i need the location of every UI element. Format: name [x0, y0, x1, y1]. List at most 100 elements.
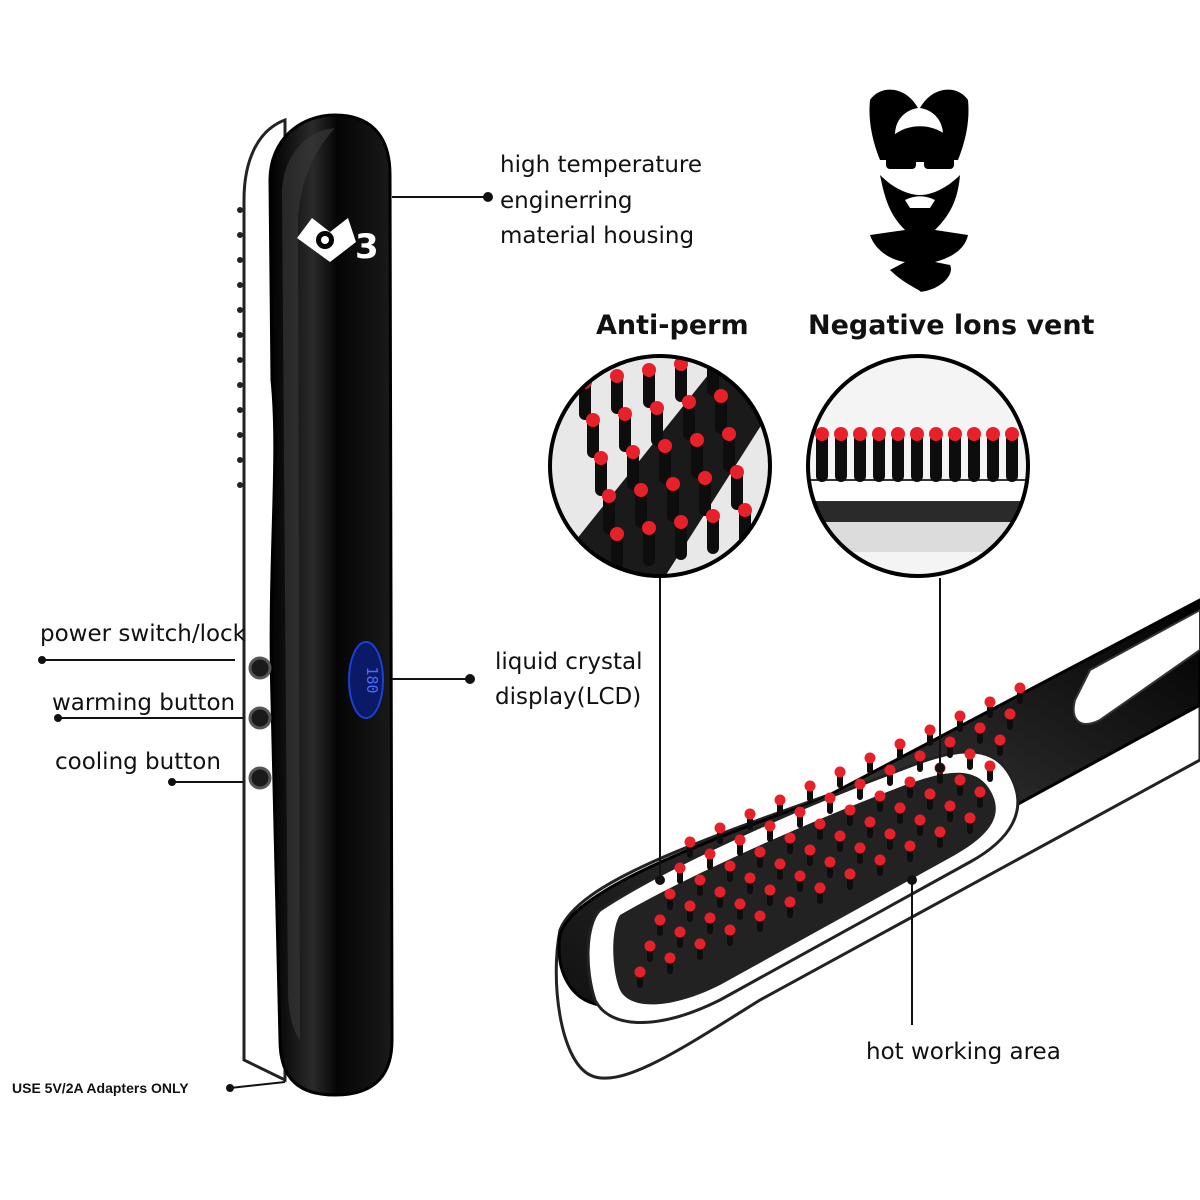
- bristle-tip: [824, 856, 836, 868]
- bristle-tip: [602, 489, 616, 503]
- bristle: [659, 444, 671, 484]
- bristle-tip: [994, 734, 1006, 746]
- bristle-tip: [891, 427, 905, 441]
- bristle-tip: [914, 814, 926, 826]
- bristle-tip: [754, 846, 766, 858]
- bristle-tip: [864, 752, 876, 764]
- warming-button-label: warming button: [52, 690, 236, 716]
- bristle-tip: [654, 914, 666, 926]
- housing-label-line1: high temperature: [500, 152, 703, 178]
- bristle-tip: [784, 832, 796, 844]
- bristle-tip: [986, 427, 1000, 441]
- bristle: [587, 418, 599, 458]
- bristle-tip: [929, 427, 943, 441]
- bristle-tip: [864, 816, 876, 828]
- bristle-tip: [722, 427, 736, 441]
- bristle: [627, 450, 639, 490]
- bristle-tip: [666, 477, 680, 491]
- cooling-button[interactable]: [248, 766, 272, 790]
- bristle-tip: [674, 926, 686, 938]
- bristle-tip: [984, 760, 996, 772]
- bristle-tip: [884, 764, 896, 776]
- bristle-tip: [872, 427, 886, 441]
- bristle-tip: [974, 786, 986, 798]
- bristle-tip: [844, 868, 856, 880]
- leader-lines-right: [655, 578, 945, 1025]
- bristle: [816, 432, 828, 482]
- bristle-tip: [682, 395, 696, 409]
- bristle: [691, 438, 703, 478]
- bristle-tip: [874, 854, 886, 866]
- bristle-tip: [834, 427, 848, 441]
- bristle-tip: [706, 356, 720, 365]
- bristle: [611, 532, 623, 572]
- bristle: [667, 482, 679, 522]
- bristle-tip: [1005, 427, 1019, 441]
- power-switch-button[interactable]: [248, 656, 272, 680]
- bristle-tip: [684, 900, 696, 912]
- bristle-tip: [948, 427, 962, 441]
- bristle: [949, 432, 961, 482]
- bristle: [911, 432, 923, 482]
- cooling-button-label: cooling button: [55, 749, 221, 775]
- bristle-tip: [594, 451, 608, 465]
- bristle-tip: [894, 738, 906, 750]
- housing-label-line3: material housing: [500, 223, 695, 249]
- brand-logo-icon: 3: [297, 218, 379, 267]
- bristle: [854, 432, 866, 482]
- bristle: [723, 432, 735, 472]
- bristle: [635, 488, 647, 528]
- bristle-tip: [694, 874, 706, 886]
- bristle-tip: [824, 792, 836, 804]
- bristle-tip: [944, 736, 956, 748]
- warming-button[interactable]: [248, 706, 272, 730]
- bristle-tip: [684, 836, 696, 848]
- bristle-tip: [910, 427, 924, 441]
- housing-label-line2: enginerring: [500, 188, 633, 214]
- bristle-tip: [698, 471, 712, 485]
- bristle: [675, 520, 687, 560]
- bristle: [715, 394, 727, 434]
- bristle: [731, 470, 743, 510]
- bristle: [835, 432, 847, 482]
- bristle-tip: [914, 750, 926, 762]
- bristle-tip: [814, 818, 826, 830]
- bristle-tip: [586, 413, 600, 427]
- bristle-tip: [734, 898, 746, 910]
- bristle-tip: [634, 966, 646, 978]
- bristle-tip: [874, 790, 886, 802]
- bristle: [651, 406, 663, 446]
- bristle-tip: [924, 724, 936, 736]
- negative-ions-title: Negative lons vent: [808, 310, 1095, 341]
- bristle: [603, 494, 615, 534]
- bristle-tip: [610, 369, 624, 383]
- bristle-tip: [642, 363, 656, 377]
- bristle-tip: [674, 515, 688, 529]
- bristle-tip: [694, 938, 706, 950]
- bristle-tip: [650, 401, 664, 415]
- bristle-tip: [764, 820, 776, 832]
- power-switch-label: power switch/lock: [40, 621, 247, 647]
- lcd-label-line2: display(LCD): [495, 684, 642, 710]
- bristle-tip: [1014, 682, 1026, 694]
- bristle: [873, 432, 885, 482]
- bristle: [595, 456, 607, 496]
- bristle-tip: [944, 800, 956, 812]
- bristle-tip: [730, 465, 744, 479]
- bristle-tip: [814, 882, 826, 894]
- angled-brush: [554, 598, 1200, 1080]
- bristle: [611, 374, 623, 414]
- bristle-tip: [706, 509, 720, 523]
- leader-lines-left: [38, 192, 493, 1092]
- bristle-tip: [644, 940, 656, 952]
- bristle-tip: [834, 766, 846, 778]
- anti-perm-title: Anti-perm: [596, 310, 749, 341]
- bristle-tip: [984, 696, 996, 708]
- bristle-tip: [724, 924, 736, 936]
- bristle-tip: [642, 521, 656, 535]
- bristle-tip: [934, 826, 946, 838]
- bristle-tip: [734, 834, 746, 846]
- bristle-tip: [804, 844, 816, 856]
- bristle-tip: [967, 427, 981, 441]
- bristle: [987, 432, 999, 482]
